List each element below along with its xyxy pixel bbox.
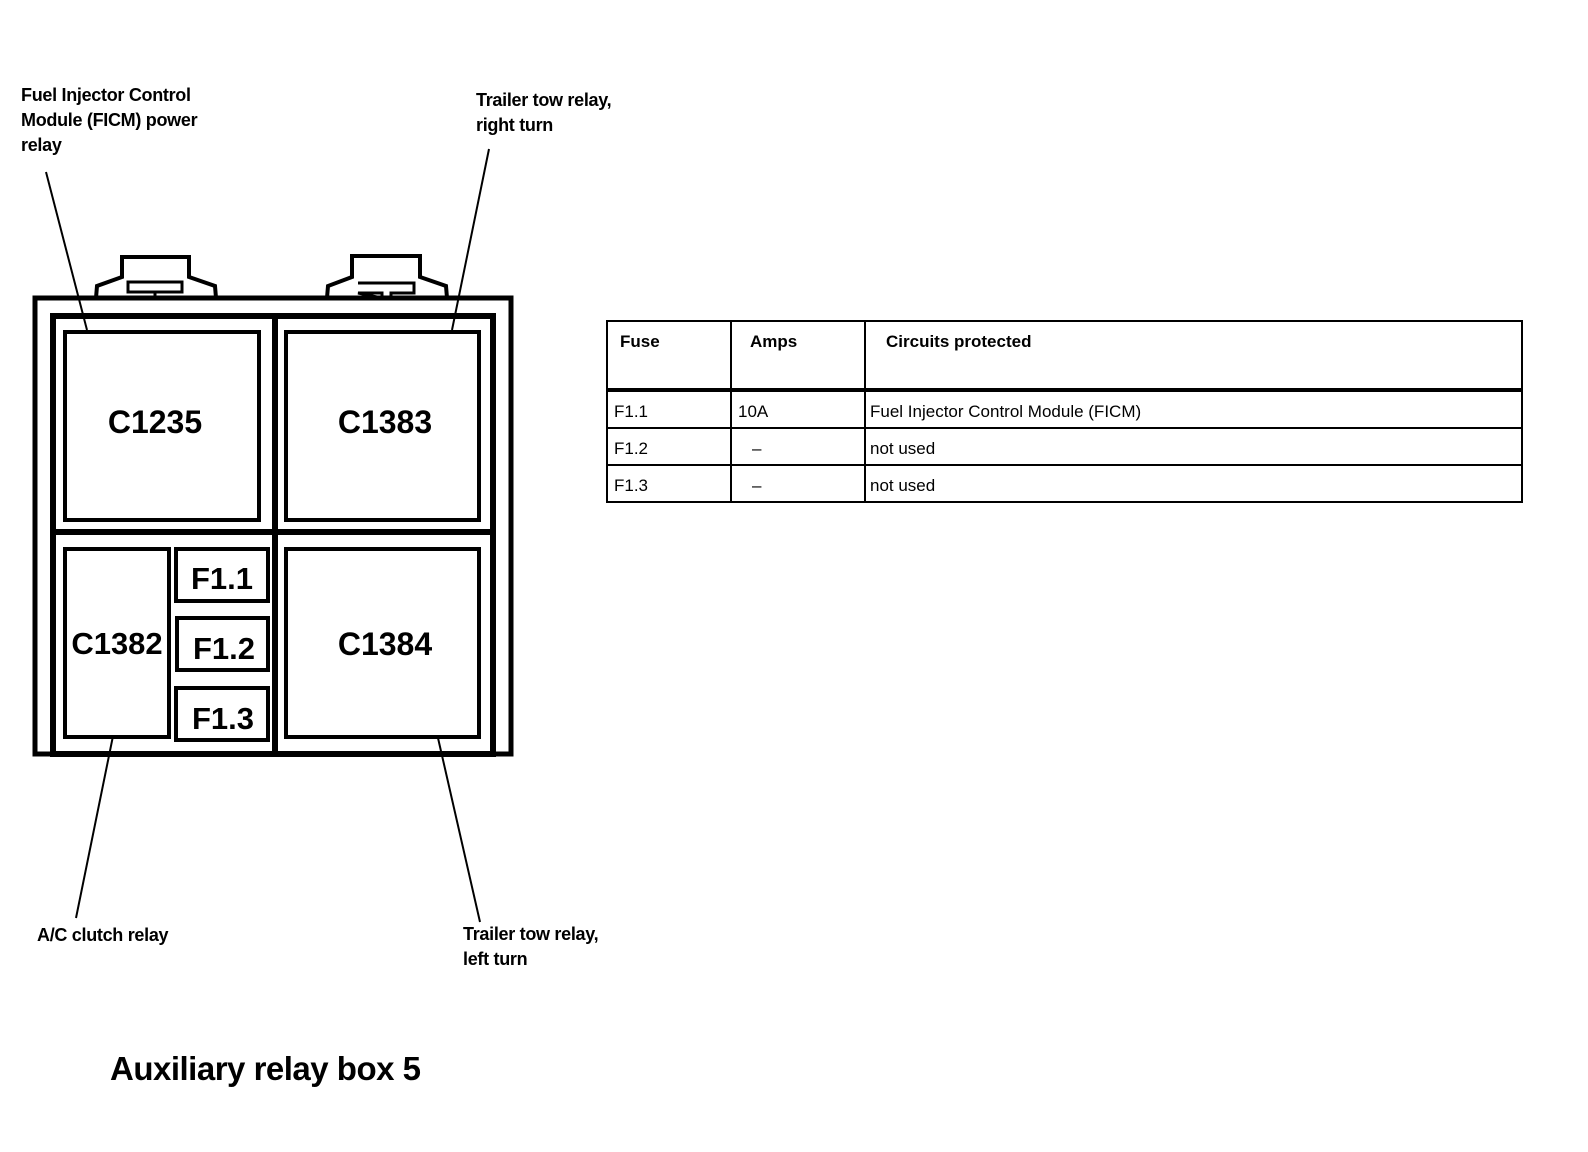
socket-c1235 xyxy=(63,330,261,522)
leader-line-ac-clutch xyxy=(75,735,114,919)
header-fuse: Fuse xyxy=(606,320,732,391)
cell-circuit: Fuel Injector Control Module (FICM) xyxy=(864,389,1523,429)
fuse-label-f1-2: F1.2 xyxy=(193,631,255,666)
connector-label-c1235: C1235 xyxy=(108,404,202,440)
cell-fuse: F1.2 xyxy=(606,427,732,466)
diagram-title: Auxiliary relay box 5 xyxy=(110,1050,421,1087)
leader-line-ficm xyxy=(45,171,88,331)
leader-line-trailer-left xyxy=(437,737,481,923)
cell-fuse: F1.3 xyxy=(606,464,732,503)
fuse-label-f1-1: F1.1 xyxy=(191,561,253,596)
header-circuits: Circuits protected xyxy=(864,320,1523,391)
callout-line: right turn xyxy=(476,115,553,135)
cell-amps: 10A xyxy=(730,389,866,429)
callout-trailer-tow-right-turn: Trailer tow relay, right turn xyxy=(476,88,612,138)
socket-c1382 xyxy=(63,547,171,739)
connector-label-c1383: C1383 xyxy=(338,404,432,440)
fuse-slot-f1-1 xyxy=(174,547,270,603)
socket-c1384 xyxy=(284,547,481,739)
cell-circuit: not used xyxy=(864,464,1523,503)
callout-line: Module (FICM) power xyxy=(21,110,198,130)
callout-line: Trailer tow relay, xyxy=(463,924,599,944)
fuse-slot-f1-3 xyxy=(174,686,270,742)
callout-line: relay xyxy=(21,135,62,155)
header-amps: Amps xyxy=(730,320,866,391)
table-row: F1.1 10A Fuel Injector Control Module (F… xyxy=(606,389,1523,429)
callout-line: Trailer tow relay, xyxy=(476,90,612,110)
callout-ac-clutch-relay: A/C clutch relay xyxy=(37,923,169,948)
relay-box-diagram: C1235 C1383 C1382 C1384 F1.1 F1.2 F1.3 xyxy=(32,148,514,923)
fuse-table: Fuse Amps Circuits protected F1.1 10A Fu… xyxy=(606,320,1523,503)
cell-amps: – xyxy=(730,427,866,466)
table-row: F1.3 – not used xyxy=(606,464,1523,503)
connector-label-c1382: C1382 xyxy=(71,626,162,661)
connector-tab-right xyxy=(325,254,449,300)
table-header-row: Fuse Amps Circuits protected xyxy=(606,320,1523,391)
callout-ficm-power-relay: Fuel Injector Control Module (FICM) powe… xyxy=(21,83,198,158)
socket-c1383 xyxy=(284,330,481,522)
cell-fuse: F1.1 xyxy=(606,389,732,429)
cell-amps: – xyxy=(730,464,866,503)
leader-line-trailer-right xyxy=(451,148,490,331)
cell-circuit: not used xyxy=(864,427,1523,466)
connector-tab-left xyxy=(94,255,218,299)
table-row: F1.2 – not used xyxy=(606,427,1523,466)
fuse-label-f1-3: F1.3 xyxy=(192,701,254,736)
callout-trailer-tow-left-turn: Trailer tow relay, left turn xyxy=(463,922,599,972)
connector-label-c1384: C1384 xyxy=(338,626,433,662)
fuse-slot-f1-2 xyxy=(175,616,270,672)
callout-line: A/C clutch relay xyxy=(37,925,169,945)
callout-line: Fuel Injector Control xyxy=(21,85,191,105)
callout-line: left turn xyxy=(463,949,528,969)
